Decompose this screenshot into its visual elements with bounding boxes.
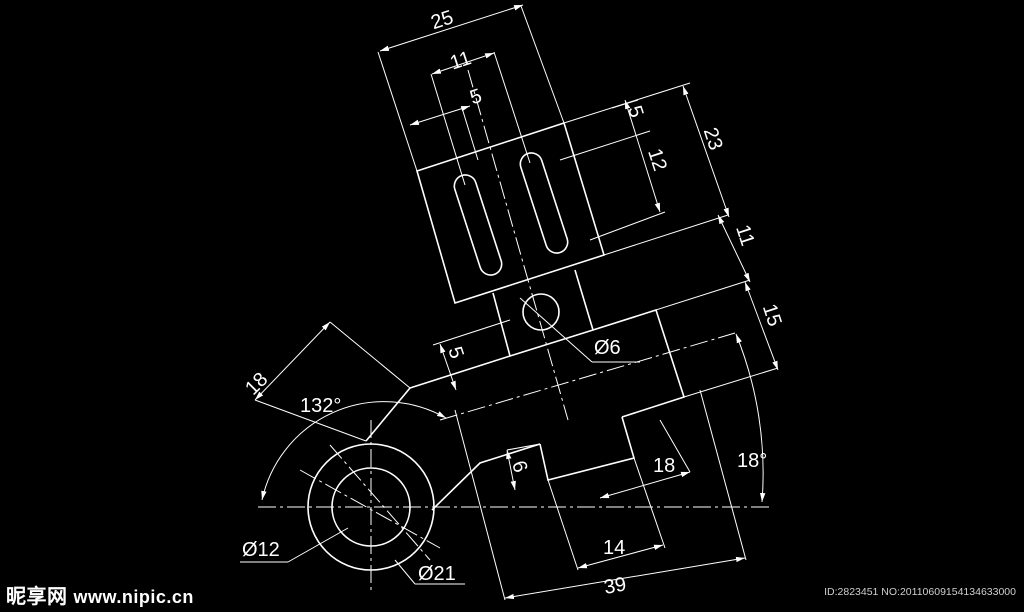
tab — [539, 416, 636, 481]
dim-block-height: 23 — [699, 125, 727, 153]
dim-arm-height: 15 — [758, 301, 786, 329]
neck-right — [574, 269, 594, 331]
dimension-labels: 25 11 5 5 12 23 11 15 5 18 Ø6 132° 18° 6… — [241, 6, 785, 599]
dim-slot-span: 11 — [447, 47, 474, 74]
dim-angle-arm: 132° — [300, 395, 341, 417]
arm-upper — [409, 308, 686, 418]
dim-hole-dia: Ø6 — [594, 337, 621, 359]
arm-left — [365, 387, 411, 442]
left-slot — [453, 174, 503, 276]
dimension-lines — [240, 4, 779, 601]
dim-total-length: 39 — [602, 573, 628, 599]
dim-stub-height: 5 — [443, 344, 467, 361]
center-lines — [258, 69, 770, 590]
dim-angle-tilt: 18° — [737, 450, 767, 472]
watermark-image-id: ID:2823451 NO:20110609154134633000 — [824, 586, 1016, 598]
right-slot — [519, 152, 569, 254]
dim-neck-height: 11 — [731, 222, 758, 249]
dim-tab-width: 14 — [603, 537, 625, 559]
watermark-brand-url: www.nipic.cn — [73, 587, 194, 607]
part-outline — [307, 121, 686, 571]
small-hole — [522, 293, 560, 331]
dim-arm-width: 18 — [241, 368, 272, 399]
dim-tab-height: 6 — [507, 458, 531, 475]
watermark-brand-cn: 昵享网 — [6, 586, 68, 608]
arm-lower — [431, 443, 541, 511]
dim-outer-dia: Ø21 — [418, 563, 456, 585]
neck — [492, 292, 511, 357]
dim-tab-offset: 18 — [653, 455, 675, 477]
dim-inner-dia: Ø12 — [242, 539, 280, 561]
dim-top-width: 25 — [428, 6, 456, 34]
top-block — [416, 121, 605, 305]
